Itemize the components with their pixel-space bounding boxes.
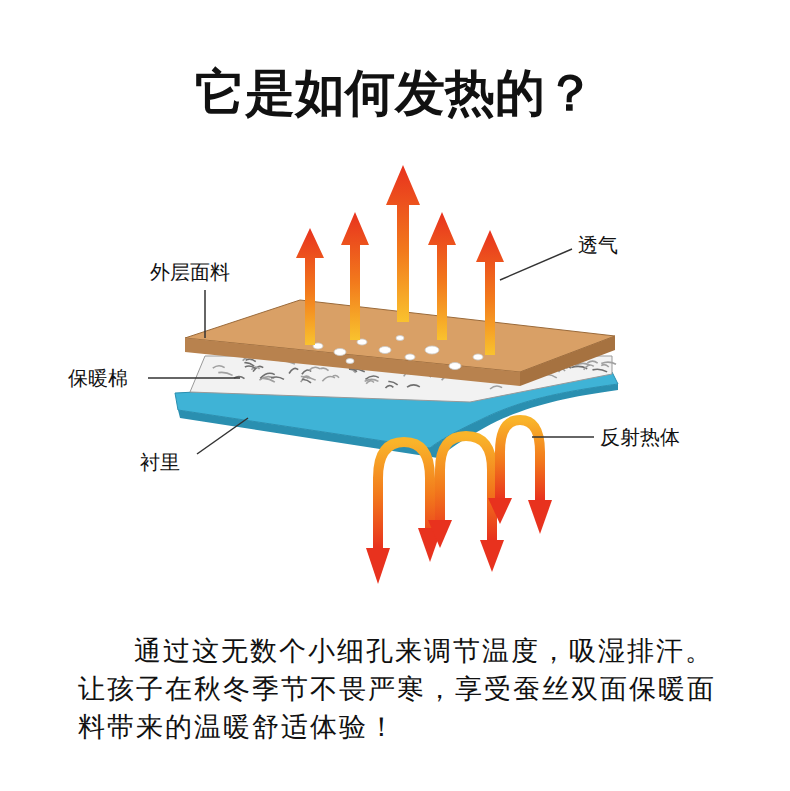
title-box: 它是如何发热的？ bbox=[0, 60, 790, 127]
fibre-stroke bbox=[260, 373, 275, 378]
fibre-stroke bbox=[490, 386, 502, 389]
outer-fabric-front bbox=[185, 338, 520, 386]
part-label: 衬里 bbox=[140, 449, 180, 476]
fibre-stroke bbox=[584, 365, 594, 370]
label-box: 外层面料 bbox=[150, 259, 230, 286]
part-label: 透气 bbox=[578, 232, 618, 259]
fibre-stroke bbox=[407, 385, 420, 387]
title: 它是如何发热的？ bbox=[195, 60, 595, 127]
fibre-stroke bbox=[218, 372, 232, 375]
caption: 通过这无数个小细孔来调节温度，吸湿排汗。 让孩子在秋冬季节不畏严寒，享受蚕丝双面… bbox=[78, 632, 778, 746]
fibre-stroke bbox=[388, 381, 397, 385]
fibre-stroke bbox=[601, 365, 609, 367]
fibre-stroke bbox=[271, 377, 284, 379]
part-label: 外层面料 bbox=[150, 259, 230, 286]
fibre-stroke bbox=[301, 376, 316, 380]
fibre-stroke bbox=[587, 361, 597, 363]
label-box: 保暖棉 bbox=[68, 365, 128, 392]
fibre-stroke bbox=[213, 366, 225, 368]
fibre-stroke bbox=[332, 375, 339, 377]
fibre-stroke bbox=[366, 381, 374, 384]
fibre-stroke bbox=[320, 368, 328, 371]
fibre-stroke bbox=[593, 369, 608, 372]
fibre-stroke bbox=[302, 380, 311, 383]
heat-up-arrows bbox=[296, 165, 504, 355]
part-label: 保暖棉 bbox=[68, 365, 128, 392]
label-box: 透气 bbox=[578, 232, 618, 259]
part-label: 反射热体 bbox=[600, 424, 680, 451]
label-box: 反射热体 bbox=[600, 424, 680, 451]
leader-lines bbox=[148, 249, 594, 454]
fibre-stroke bbox=[289, 368, 298, 373]
breathing-pores bbox=[313, 336, 483, 370]
fibre-stroke bbox=[385, 386, 393, 388]
caption-box: 通过这无数个小细孔来调节温度，吸湿排汗。 让孩子在秋冬季节不畏严寒，享受蚕丝双面… bbox=[78, 632, 778, 746]
outer-fabric-side bbox=[520, 336, 615, 386]
label-box: 衬里 bbox=[140, 449, 180, 476]
fibre-stroke bbox=[309, 367, 320, 370]
reflected-heat-heads bbox=[366, 498, 552, 584]
fibre-stroke bbox=[246, 359, 256, 361]
fibre-stroke bbox=[263, 378, 275, 382]
fibre-stroke bbox=[245, 366, 255, 368]
reflected-heat-arrows bbox=[378, 420, 540, 548]
